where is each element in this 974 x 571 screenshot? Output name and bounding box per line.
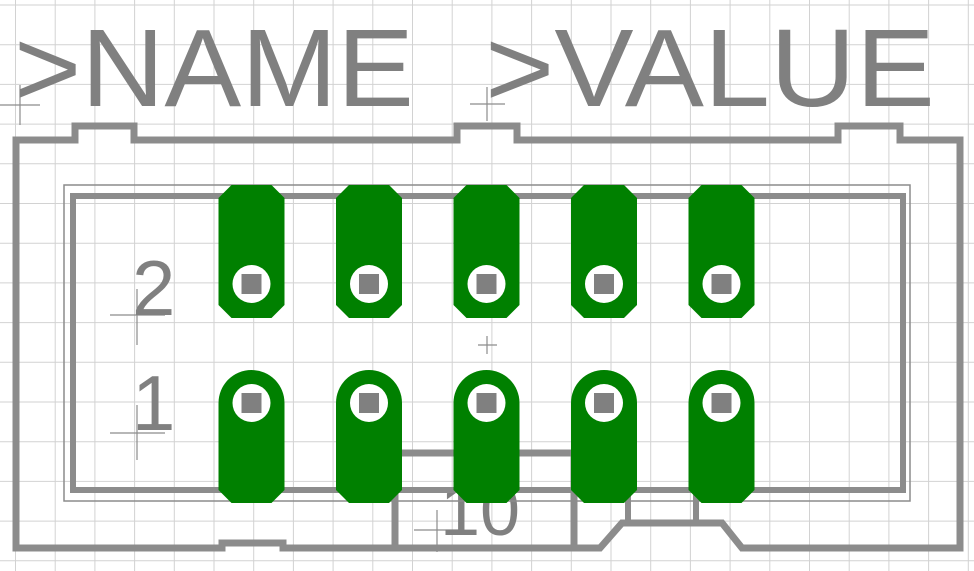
drill-hole [241,274,262,294]
drill-hole [476,274,497,294]
drill-hole [711,274,732,294]
pin-2-label: 2 [132,244,175,332]
origin-markers [0,85,505,552]
origin-marker-value [470,87,505,121]
origin-marker-pin1 [110,405,165,460]
value-label: >VALUE [485,7,935,130]
drill-hole [594,274,614,294]
drill-hole [241,393,262,413]
origin-marker-center [478,336,497,354]
name-label: >NAME [14,7,414,130]
origin-marker-name [0,85,40,125]
origin-marker-pin2 [110,289,165,345]
drill-hole [359,393,379,413]
pads [218,185,755,503]
drill-hole [476,393,497,413]
connector-body-outline [12,122,964,552]
drill-hole [359,274,379,294]
drill-hole [594,393,614,413]
pin-1-label: 1 [132,359,175,447]
drill-hole [711,393,732,413]
